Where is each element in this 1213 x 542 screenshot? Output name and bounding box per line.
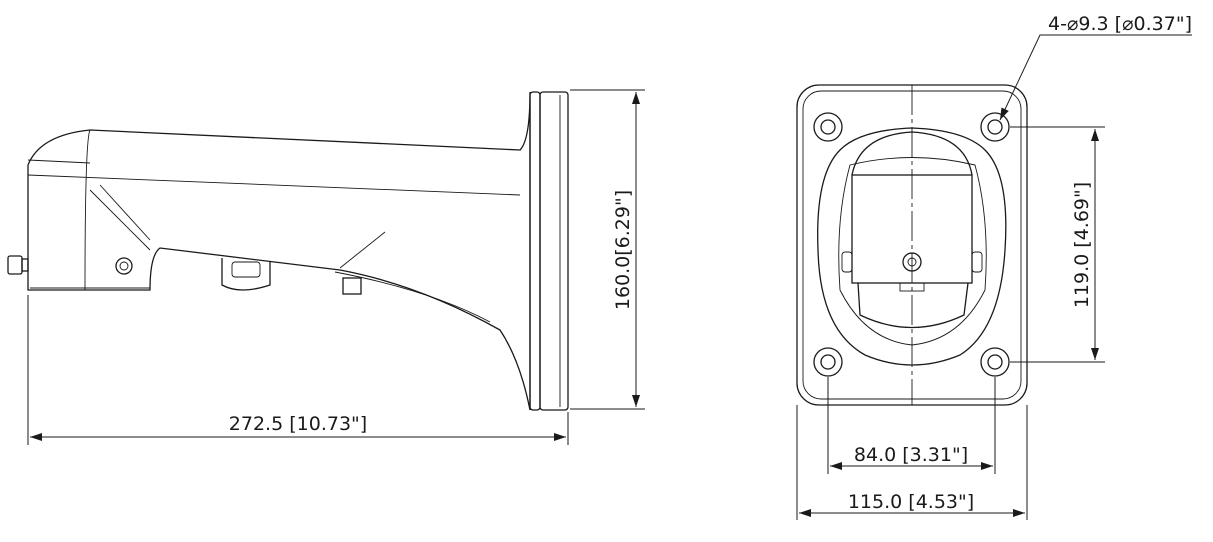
dimension-lines bbox=[27, 34, 1192, 520]
hole-vertical-spacing-label: 119.0 [4.69"] bbox=[1071, 182, 1093, 308]
side-view bbox=[7, 91, 569, 411]
plate-height-label: 160.0[6.29"] bbox=[612, 190, 634, 310]
hole-horizontal-spacing-label: 84.0 [3.31"] bbox=[854, 444, 968, 466]
hole-spec-label: 4-⌀9.3 [⌀0.37"] bbox=[1048, 13, 1192, 35]
front-view bbox=[796, 84, 1028, 406]
overall-length-label: 272.5 [10.73"] bbox=[229, 413, 367, 435]
mounting-holes bbox=[813, 112, 1010, 377]
plate-width-label: 115.0 [4.53"] bbox=[848, 491, 974, 513]
